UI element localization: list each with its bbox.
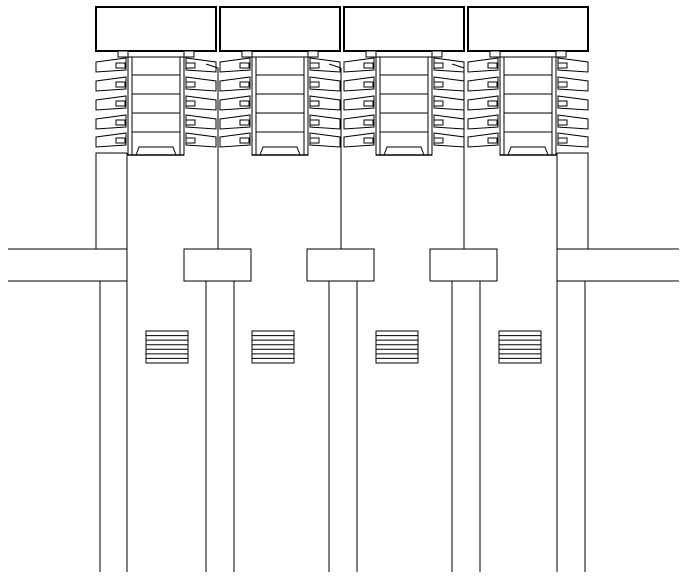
fin-clip	[363, 62, 374, 69]
fin-clip	[239, 62, 250, 69]
mounting-tab	[307, 50, 319, 58]
mounting-tab	[555, 50, 567, 58]
mounting-tab	[431, 50, 443, 58]
module-4	[467, 6, 589, 156]
fin-clip	[115, 100, 126, 107]
connector-2	[306, 63, 375, 572]
fin-clip	[115, 81, 126, 88]
mounting-tab	[117, 50, 129, 58]
modules-layer	[95, 6, 589, 156]
core-frame	[127, 56, 185, 156]
connector-3	[429, 63, 498, 572]
vent-grille-3	[375, 330, 419, 364]
fin-clip	[433, 81, 444, 88]
core-base	[507, 146, 549, 156]
left-shoulder	[95, 152, 127, 249]
module-cap	[343, 6, 465, 52]
structure-frame	[8, 152, 679, 572]
fin-clip	[309, 137, 320, 144]
mounting-tab	[241, 50, 253, 58]
core-frame	[375, 56, 433, 156]
fin-clip	[363, 119, 374, 126]
fin-clip	[115, 62, 126, 69]
fin-clip	[239, 81, 250, 88]
fin-clip	[557, 100, 568, 107]
fin-clip	[433, 62, 444, 69]
fin-clip	[557, 62, 568, 69]
fin-clip	[309, 119, 320, 126]
fin-clip	[487, 100, 498, 107]
fin-clip	[309, 81, 320, 88]
right-shoulder	[557, 152, 589, 249]
fin-clip	[115, 119, 126, 126]
vent-frame	[251, 330, 295, 364]
vent-frame	[145, 330, 189, 364]
core-base	[259, 146, 301, 156]
fin-clip	[363, 100, 374, 107]
fin-clip	[115, 137, 126, 144]
fin-clip	[433, 100, 444, 107]
fin-clip	[309, 100, 320, 107]
fin-clip	[309, 62, 320, 69]
wire-hook	[328, 63, 342, 69]
core-frame	[499, 56, 557, 156]
fin-clip	[363, 81, 374, 88]
mounting-tab	[489, 50, 501, 58]
vent-grille-2	[251, 330, 295, 364]
fin-clip	[487, 119, 498, 126]
fin-clip	[185, 81, 196, 88]
fin-clip	[185, 100, 196, 107]
fin-clip	[185, 137, 196, 144]
fin-clip	[433, 119, 444, 126]
fin-clip	[487, 81, 498, 88]
fin-clip	[363, 137, 374, 144]
core-base	[383, 146, 425, 156]
fin-clip	[433, 137, 444, 144]
wire-hook	[451, 63, 465, 69]
connector-box	[429, 248, 498, 282]
vent-frame	[498, 330, 542, 364]
vent-grille-1	[145, 330, 189, 364]
module-cap	[219, 6, 341, 52]
core-base	[135, 146, 177, 156]
core-frame	[251, 56, 309, 156]
vents-layer	[145, 330, 542, 364]
fin-clip	[557, 137, 568, 144]
module-1	[95, 6, 217, 156]
module-cap	[95, 6, 217, 52]
mounting-tab	[365, 50, 377, 58]
fin-clip	[487, 62, 498, 69]
module-3	[343, 6, 465, 156]
connector-1	[183, 63, 252, 572]
mounting-tab	[183, 50, 195, 58]
connector-box	[306, 248, 375, 282]
vent-grille-4	[498, 330, 542, 364]
fin-clip	[239, 119, 250, 126]
fin-clip	[557, 119, 568, 126]
fin-clip	[239, 137, 250, 144]
connectors-layer	[183, 63, 498, 572]
fin-clip	[487, 137, 498, 144]
module-cap	[467, 6, 589, 52]
module-2	[219, 6, 341, 156]
fin-clip	[185, 62, 196, 69]
connector-box	[183, 248, 252, 282]
fin-clip	[185, 119, 196, 126]
vent-frame	[375, 330, 419, 364]
fin-clip	[557, 81, 568, 88]
wire-hook	[205, 63, 219, 69]
fin-clip	[239, 100, 250, 107]
